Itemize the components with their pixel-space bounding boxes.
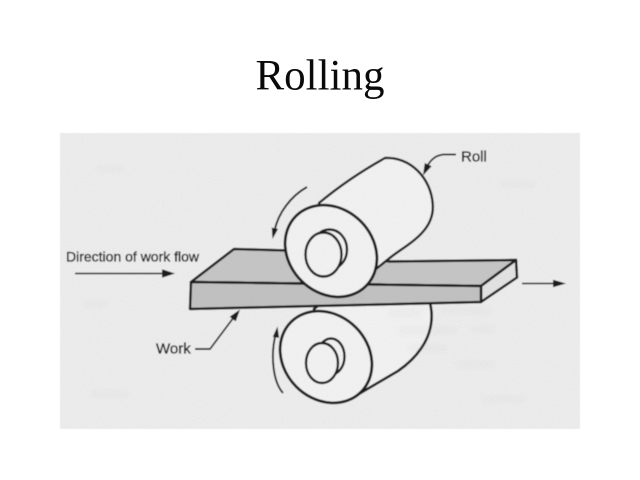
svg-text:Rolling: Rolling — [255, 53, 384, 100]
